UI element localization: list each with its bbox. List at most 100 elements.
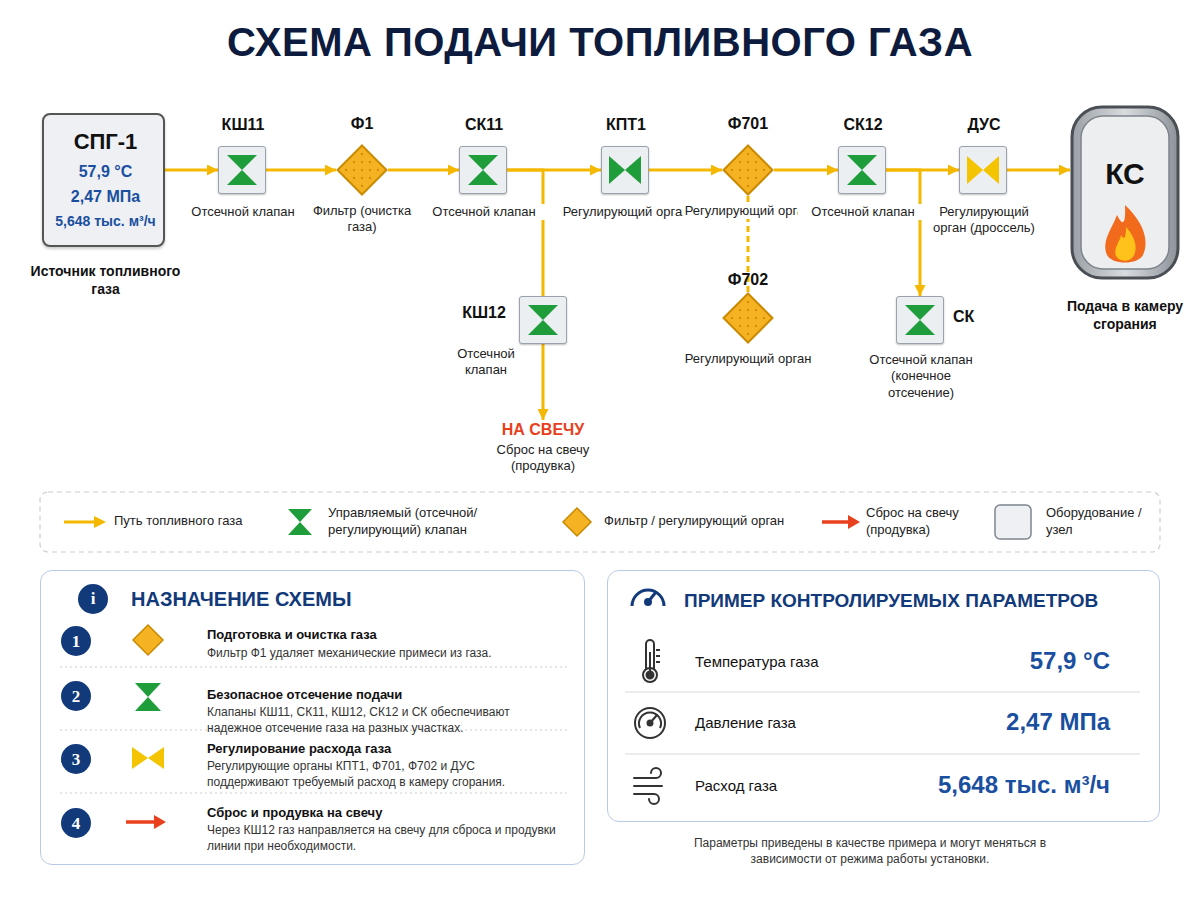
diamond-texture bbox=[739, 309, 741, 311]
node-title: КС bbox=[1070, 155, 1180, 193]
valve-triangle bbox=[967, 156, 983, 184]
node-title: 4 bbox=[61, 813, 91, 834]
diamond-texture bbox=[755, 177, 757, 179]
diamond-texture bbox=[747, 325, 749, 327]
diamond-texture bbox=[361, 153, 363, 155]
diamond-texture bbox=[353, 169, 355, 171]
gas-line bbox=[649, 169, 722, 172]
node-title: 1 bbox=[61, 631, 91, 652]
valve-triangle bbox=[847, 170, 877, 185]
thermometer-icon-part bbox=[646, 640, 654, 670]
combustion-chamber: КСПодача в камеру сгорания bbox=[1070, 105, 1180, 280]
purpose-text: Через КШ12 газ направляется на свечу для… bbox=[207, 823, 557, 854]
node-caption: Отсечной клапан bbox=[178, 204, 308, 220]
valve-symbol bbox=[219, 147, 265, 193]
node-title: Ф1 bbox=[312, 114, 412, 134]
thermometer-icon-part bbox=[656, 649, 660, 651]
purpose-panel-art-part-part bbox=[148, 747, 164, 769]
diamond-symbol bbox=[722, 144, 774, 196]
diamond-texture bbox=[739, 161, 741, 163]
diamond-texture bbox=[353, 177, 355, 179]
node-caption: 57,9 °C bbox=[44, 162, 167, 182]
gauge-icon-part bbox=[635, 708, 665, 738]
thermometer-icon-part bbox=[656, 661, 660, 663]
purpose-panel-art-part bbox=[60, 667, 570, 668]
legend-text: Путь топливного газа bbox=[114, 513, 284, 530]
parameter-value: Температура газа bbox=[695, 652, 915, 672]
diamond-texture bbox=[739, 177, 741, 179]
shutoff-valve: СК11Отсечной клапан bbox=[459, 146, 507, 194]
diamond-shape bbox=[338, 146, 387, 195]
gas-line bbox=[774, 169, 838, 172]
callout-number: 4 bbox=[61, 808, 91, 838]
purpose-heading: Сброс и продувка на свечу bbox=[207, 805, 567, 822]
flow-icon bbox=[634, 768, 662, 804]
diamond-texture bbox=[369, 169, 371, 171]
legend-sample-equipment-part bbox=[995, 505, 1031, 539]
parameter-value: Расход газа bbox=[695, 776, 915, 796]
diamond-texture bbox=[739, 325, 741, 327]
throttle-valve: ДУСРегулирующий орган (дроссель) bbox=[959, 146, 1007, 194]
purpose-panel-art-part bbox=[132, 747, 164, 769]
parameter-value: Давление газа bbox=[695, 713, 915, 733]
purpose-panel-art-part-part bbox=[132, 747, 148, 769]
flame-outer bbox=[1105, 205, 1145, 263]
legend-frame bbox=[40, 492, 1160, 552]
flow-icon-part bbox=[634, 768, 661, 778]
title-gauge-icon-part bbox=[632, 590, 664, 606]
purpose-panel-art-part-part bbox=[126, 820, 156, 824]
purpose-panel-art-part bbox=[133, 625, 163, 655]
valve-triangle bbox=[528, 305, 558, 320]
thermometer-icon-part bbox=[656, 655, 660, 657]
purpose-text: Фильтр Ф1 удаляет механические примеси и… bbox=[207, 646, 557, 662]
legend-sample-filter-part bbox=[563, 508, 591, 536]
node-caption: Фильтр (очистка газа) bbox=[297, 203, 427, 236]
purpose-panel-art-part-part bbox=[135, 697, 161, 711]
chamber-outer bbox=[1072, 107, 1178, 278]
diamond-texture bbox=[361, 169, 363, 171]
node-title: Ф701 bbox=[698, 114, 798, 134]
diamond-texture bbox=[755, 309, 757, 311]
node-title: СК12 bbox=[813, 115, 913, 135]
diamond-texture bbox=[731, 317, 733, 319]
callout-number: 3 bbox=[61, 744, 91, 774]
node-caption: 5,648 тыс. м³/ч bbox=[44, 213, 167, 231]
node-caption: Подача в камеру сгорания bbox=[1055, 298, 1195, 333]
node-title: СК11 bbox=[434, 115, 534, 135]
node-caption: Отсечной клапан (конечное отсечение) bbox=[866, 352, 976, 401]
diamond-texture bbox=[739, 317, 741, 319]
diamond-texture bbox=[747, 177, 749, 179]
filter-diamond: Ф1Фильтр (очистка газа) bbox=[336, 144, 388, 196]
diamond-symbol bbox=[336, 144, 388, 196]
valve-triangle bbox=[609, 156, 625, 184]
gas-line bbox=[388, 169, 459, 172]
legend-sample-valve-part bbox=[288, 509, 312, 522]
note-text: Параметры приведены в качестве примера и… bbox=[660, 836, 1080, 867]
node-title: КШ11 bbox=[193, 115, 293, 135]
legend-sample-vent bbox=[822, 515, 860, 529]
parameters-panel-art bbox=[625, 590, 1140, 804]
gas-line bbox=[507, 170, 543, 296]
thermometer-icon-part bbox=[649, 652, 651, 671]
diamond-texture bbox=[361, 185, 363, 187]
diamond-texture bbox=[747, 301, 749, 303]
valve-triangle bbox=[528, 320, 558, 335]
shutoff-valve: КШ11Отсечной клапан bbox=[218, 146, 266, 194]
legend-text: Сброс на свечу (продувка) bbox=[866, 505, 986, 539]
node-caption: Отсечной клапан bbox=[419, 204, 549, 220]
title-gauge-icon-part bbox=[646, 600, 651, 605]
node-title: СК bbox=[953, 307, 989, 327]
valve-triangle bbox=[905, 320, 935, 335]
valve-symbol bbox=[839, 147, 885, 193]
legend-sample-line-part bbox=[64, 521, 96, 524]
parameters-panel-art-part bbox=[625, 754, 1140, 755]
node-caption: Сброс на свечу (продувка) bbox=[473, 442, 613, 475]
legend-text: Управляемый (отсечной/регулирующий) клап… bbox=[328, 505, 548, 539]
node-caption: Отсечной клапан bbox=[798, 204, 928, 220]
parameter-name: 2,47 МПа bbox=[880, 706, 1110, 737]
valve-symbol bbox=[520, 297, 566, 343]
diamond-texture bbox=[369, 177, 371, 179]
parameter-name: 57,9 °C bbox=[880, 645, 1110, 676]
